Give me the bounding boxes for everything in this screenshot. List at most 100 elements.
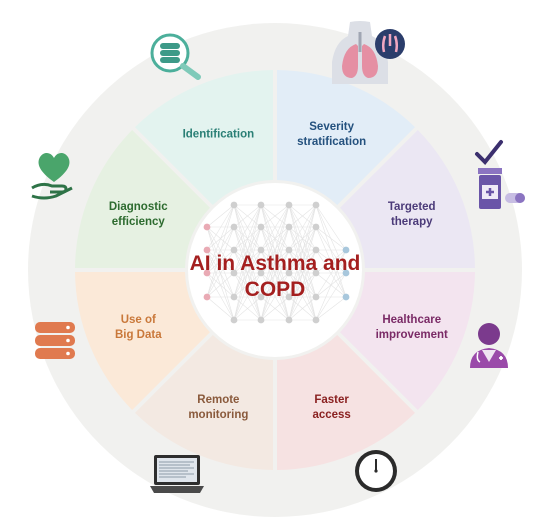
network-node	[230, 246, 238, 254]
network-edge	[315, 272, 347, 321]
segment-label-remote-monitoring-line1: Remote	[197, 394, 239, 406]
network-node	[230, 201, 238, 209]
network-node	[312, 293, 320, 301]
network-node	[285, 269, 293, 277]
network-node	[285, 201, 293, 209]
segment-label-use-of-big-data-line1: Use of	[121, 314, 156, 326]
network-edge	[260, 296, 290, 321]
network-node	[285, 316, 293, 324]
network-node	[230, 316, 238, 324]
segment-label-targeted-therapy-line1: Targeted	[388, 201, 436, 213]
network-edge	[206, 249, 235, 298]
network-edge	[206, 272, 235, 298]
laptop-icon	[150, 455, 204, 493]
network-edge	[315, 204, 347, 298]
network-edge	[288, 226, 317, 321]
segment-label-identification: Identification	[183, 128, 255, 140]
network-edge	[233, 272, 262, 321]
network-node	[285, 223, 293, 231]
segment-label-severity-stratification-line2: stratification	[297, 136, 366, 148]
network-edge	[260, 272, 290, 321]
segment-severity-stratification	[276, 70, 416, 205]
segment-label-healthcare-improvement-line1: Healthcare	[382, 314, 441, 326]
network-edge	[260, 204, 290, 251]
network-node	[342, 246, 350, 254]
network-node	[203, 223, 211, 231]
network-edge	[260, 249, 290, 321]
segments-group	[75, 70, 475, 470]
segment-label-remote-monitoring-line2: monitoring	[188, 409, 248, 421]
network-node	[203, 246, 211, 254]
network-node	[312, 269, 320, 277]
network-node	[312, 316, 320, 324]
network-node	[285, 293, 293, 301]
network-node	[230, 223, 238, 231]
network-node	[285, 246, 293, 254]
network-node	[230, 293, 238, 301]
segment-labels: Identification Severity stratificationTarg…	[109, 121, 448, 421]
segment-label-faster-access-line2: access	[312, 409, 350, 421]
heart-hand-icon	[31, 152, 73, 200]
segment-use-of-big-data	[75, 271, 210, 411]
center-title-line2: COPD	[245, 278, 306, 301]
network-edge	[233, 226, 262, 321]
network-edge	[233, 249, 262, 321]
network-edge	[288, 204, 317, 228]
segment-remote-monitoring	[134, 335, 274, 470]
network-edge	[288, 272, 317, 321]
segment-diagnostic-efficiency	[75, 129, 210, 269]
lungs-icon	[332, 21, 405, 84]
database-search-icon	[150, 33, 201, 80]
network-edge	[260, 204, 290, 274]
network-node	[312, 223, 320, 231]
center-title-line1: AI in Asthma and	[190, 252, 361, 275]
network-edge	[233, 204, 262, 321]
network-node	[312, 246, 320, 254]
segment-label-targeted-therapy-line2: therapy	[391, 216, 433, 228]
network-edge	[206, 296, 235, 321]
network-edge	[315, 249, 347, 274]
network-edge	[288, 204, 317, 251]
network-edge	[206, 226, 235, 298]
network-edge	[260, 204, 290, 298]
server-stack-icon	[35, 322, 75, 359]
network-edge	[233, 204, 262, 251]
segment-targeted-therapy	[340, 129, 475, 269]
network-edge	[233, 204, 262, 228]
network-edge	[233, 296, 262, 321]
network-node	[257, 293, 265, 301]
network-edge	[206, 204, 235, 228]
network-node	[230, 269, 238, 277]
network-edge	[288, 204, 317, 321]
segment-identification	[134, 70, 274, 205]
network-node	[257, 246, 265, 254]
network-edge	[315, 249, 347, 298]
network-edge	[233, 204, 262, 274]
segment-label-faster-access-line1: Faster	[314, 394, 349, 406]
segment-label-diagnostic-efficiency-line1: Diagnostic	[109, 201, 168, 213]
network-node	[203, 293, 211, 301]
network-edge	[288, 249, 317, 321]
segment-faster-access	[276, 335, 416, 470]
network-edge	[315, 296, 347, 321]
network-edge	[233, 204, 262, 298]
neural-network-graphic	[203, 201, 350, 324]
network-node	[342, 293, 350, 301]
network-node	[257, 316, 265, 324]
network-edge	[315, 226, 347, 298]
network-node	[203, 269, 211, 277]
network-edge	[260, 204, 290, 321]
segment-label-healthcare-improvement-line2: improvement	[376, 329, 448, 341]
network-edge	[288, 204, 317, 274]
network-node	[342, 269, 350, 277]
network-edge	[315, 204, 347, 251]
network-node	[257, 269, 265, 277]
segment-label-use-of-big-data-line2: Big Data	[115, 329, 162, 341]
segment-label-severity-stratification-line1: Severity	[309, 121, 354, 133]
network-edge	[260, 204, 290, 228]
network-edge	[206, 204, 235, 274]
network-edge	[288, 296, 317, 321]
network-edge	[288, 204, 317, 298]
